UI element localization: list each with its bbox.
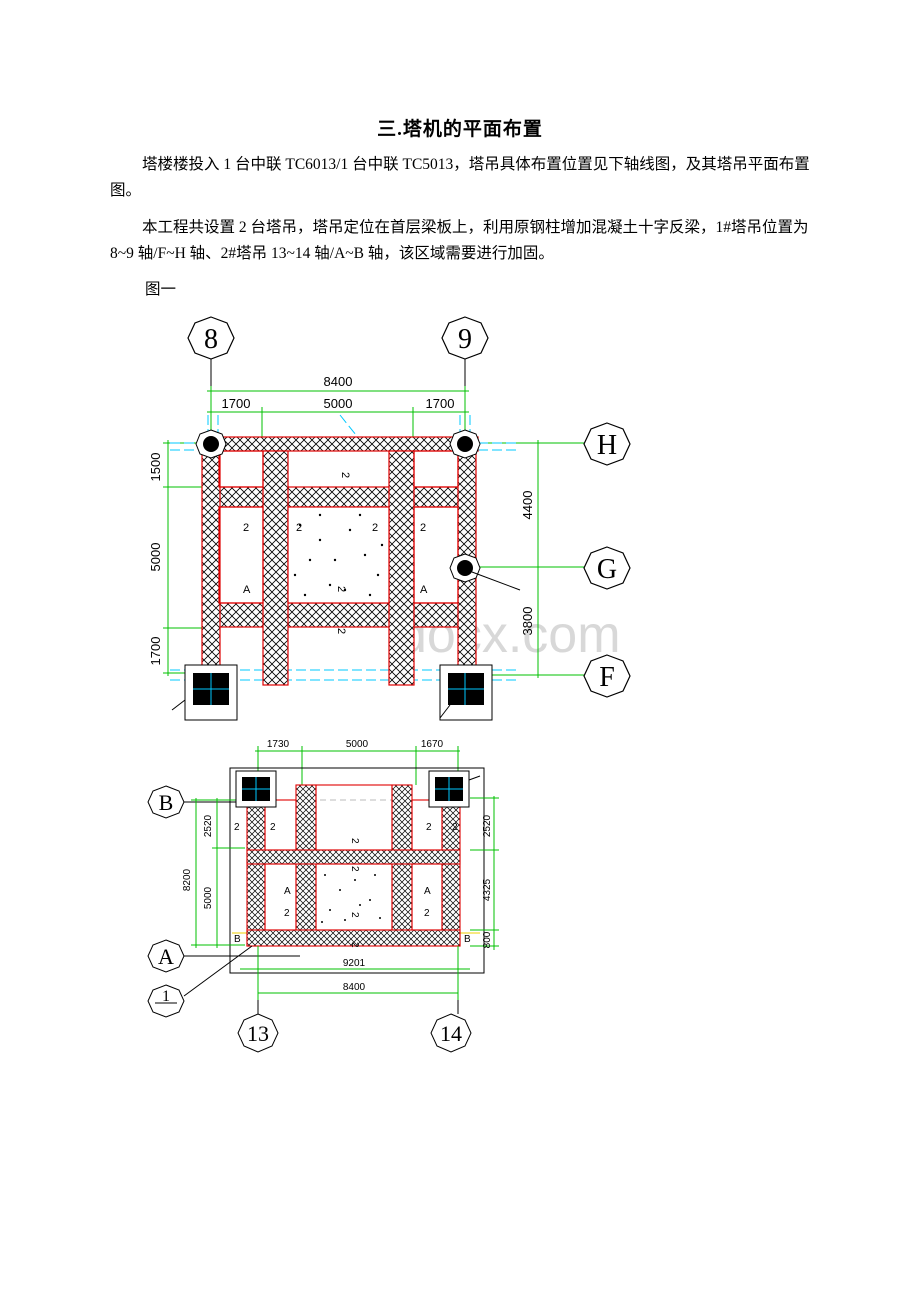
beam-mark: 2	[349, 912, 360, 918]
room-outlines	[218, 450, 459, 604]
beam-mark: 2	[270, 822, 276, 833]
dim-left-3: 1700	[148, 637, 163, 666]
beam-mark: 2	[296, 522, 302, 534]
beam-marks-1: 2 2 2 2 2 2 2 A A	[243, 472, 428, 634]
crane-bases	[171, 664, 493, 721]
top-dimension-lines	[207, 386, 469, 440]
outer-frame	[229, 767, 485, 974]
dim-right-800: 800	[482, 931, 493, 948]
dim-left-2: 5000	[148, 543, 163, 572]
beam-mark: 2	[420, 522, 426, 534]
axis-label-13: 13	[247, 1021, 269, 1046]
axis-label-B: B	[159, 790, 174, 815]
beam-mark: A	[243, 584, 251, 596]
beam-mark: 2	[349, 942, 360, 948]
figure-label: 图一	[145, 281, 177, 298]
room-outlines-2	[264, 784, 443, 931]
beam-mark: 2	[349, 838, 360, 844]
axis-bubble-A: A	[147, 939, 185, 973]
beam-mark: 2	[339, 472, 351, 478]
beam-mark: 2	[335, 586, 347, 592]
dim-total: 8400	[324, 374, 353, 389]
section-label: 1	[162, 988, 170, 1005]
beam-mark: B	[464, 934, 471, 945]
section-title: 三.塔机的平面布置	[377, 119, 543, 140]
axis-label-9: 9	[458, 324, 472, 355]
axis-bubble-9: 9	[441, 316, 489, 360]
crane-1-plan: 8 9 8400 1700 5000 1700 1500	[148, 316, 631, 721]
axis-label-H: H	[597, 430, 617, 461]
axis-label-G: G	[597, 554, 617, 585]
beam-marks-2: 2 2 2 2 2 2 2 2 A A 2 2 B B	[234, 822, 471, 948]
dim-bottom-8400: 8400	[343, 982, 366, 993]
dim-inner-9201: 9201	[343, 958, 366, 969]
beam-mark: 2	[335, 628, 347, 634]
axis-bubble-G: G	[583, 546, 631, 590]
dim-top-1730: 1730	[267, 739, 290, 750]
axis-label-8: 8	[204, 324, 218, 355]
dim-top-1: 1700	[222, 396, 251, 411]
beam-mark: A	[424, 886, 431, 897]
concrete-block	[287, 506, 390, 604]
axis-label-A: A	[158, 944, 174, 969]
beam-mark: 2	[349, 866, 360, 872]
left-dimension-lines-2	[191, 798, 245, 948]
axis-bubble-14: 14	[430, 1013, 472, 1053]
bottom-dimension-lines-2	[240, 946, 470, 1000]
axis-bubble-B: B	[147, 785, 185, 819]
dim-right-4325: 4325	[482, 878, 493, 901]
beam-mark: A	[420, 584, 428, 596]
dim-left-8200: 8200	[182, 868, 193, 891]
beam-mark: 2	[372, 522, 378, 534]
dim-top-2: 5000	[324, 396, 353, 411]
dim-right-2520: 2520	[482, 814, 493, 837]
concrete-aggregate	[293, 513, 384, 597]
column-markers	[195, 429, 521, 591]
dim-top-1670: 1670	[421, 739, 444, 750]
dim-right-2: 3800	[520, 607, 535, 636]
axis-bubble-8: 8	[187, 316, 235, 360]
beam-mark: A	[284, 886, 291, 897]
paragraph-1: 塔楼楼投入 1 台中联 TC6013/1 台中联 TC5013，塔吊具体布置位置…	[110, 156, 810, 199]
axis-bubble-H: H	[583, 422, 631, 466]
section-marker: 1	[147, 945, 253, 1018]
beam-mark: 2	[284, 908, 290, 919]
crane-bases-2	[235, 770, 481, 808]
dim-top-3: 1700	[426, 396, 455, 411]
axis-label-14: 14	[440, 1021, 462, 1046]
beam-mark: 2	[424, 908, 430, 919]
dim-top-5000: 5000	[346, 739, 369, 750]
dim-left-2520: 2520	[203, 814, 214, 837]
top-dimension-lines-2	[255, 746, 460, 785]
paragraph-2: 本工程共设置 2 台塔吊，塔吊定位在首层梁板上，利用原钢柱增加混凝土十字反梁，1…	[110, 219, 809, 262]
concrete-aggregate-2	[321, 874, 381, 923]
beam-mark: 2	[243, 522, 249, 534]
axis-label-F: F	[599, 662, 615, 693]
axis-bubble-13: 13	[237, 1013, 279, 1053]
dim-right-1: 4400	[520, 491, 535, 520]
beam-mark: 2	[426, 822, 432, 833]
right-dimension-lines-2	[470, 796, 499, 950]
beam-mark: 2	[452, 822, 458, 833]
dim-left-1: 1500	[148, 453, 163, 482]
beam-mark: 2	[234, 822, 240, 833]
axis-bubble-F: F	[583, 654, 631, 698]
crane-2-plan: 1730 5000 1670 B A 8200 2520 5000	[147, 739, 499, 1053]
beam-mark: B	[234, 934, 241, 945]
dim-left-5000: 5000	[203, 886, 214, 909]
